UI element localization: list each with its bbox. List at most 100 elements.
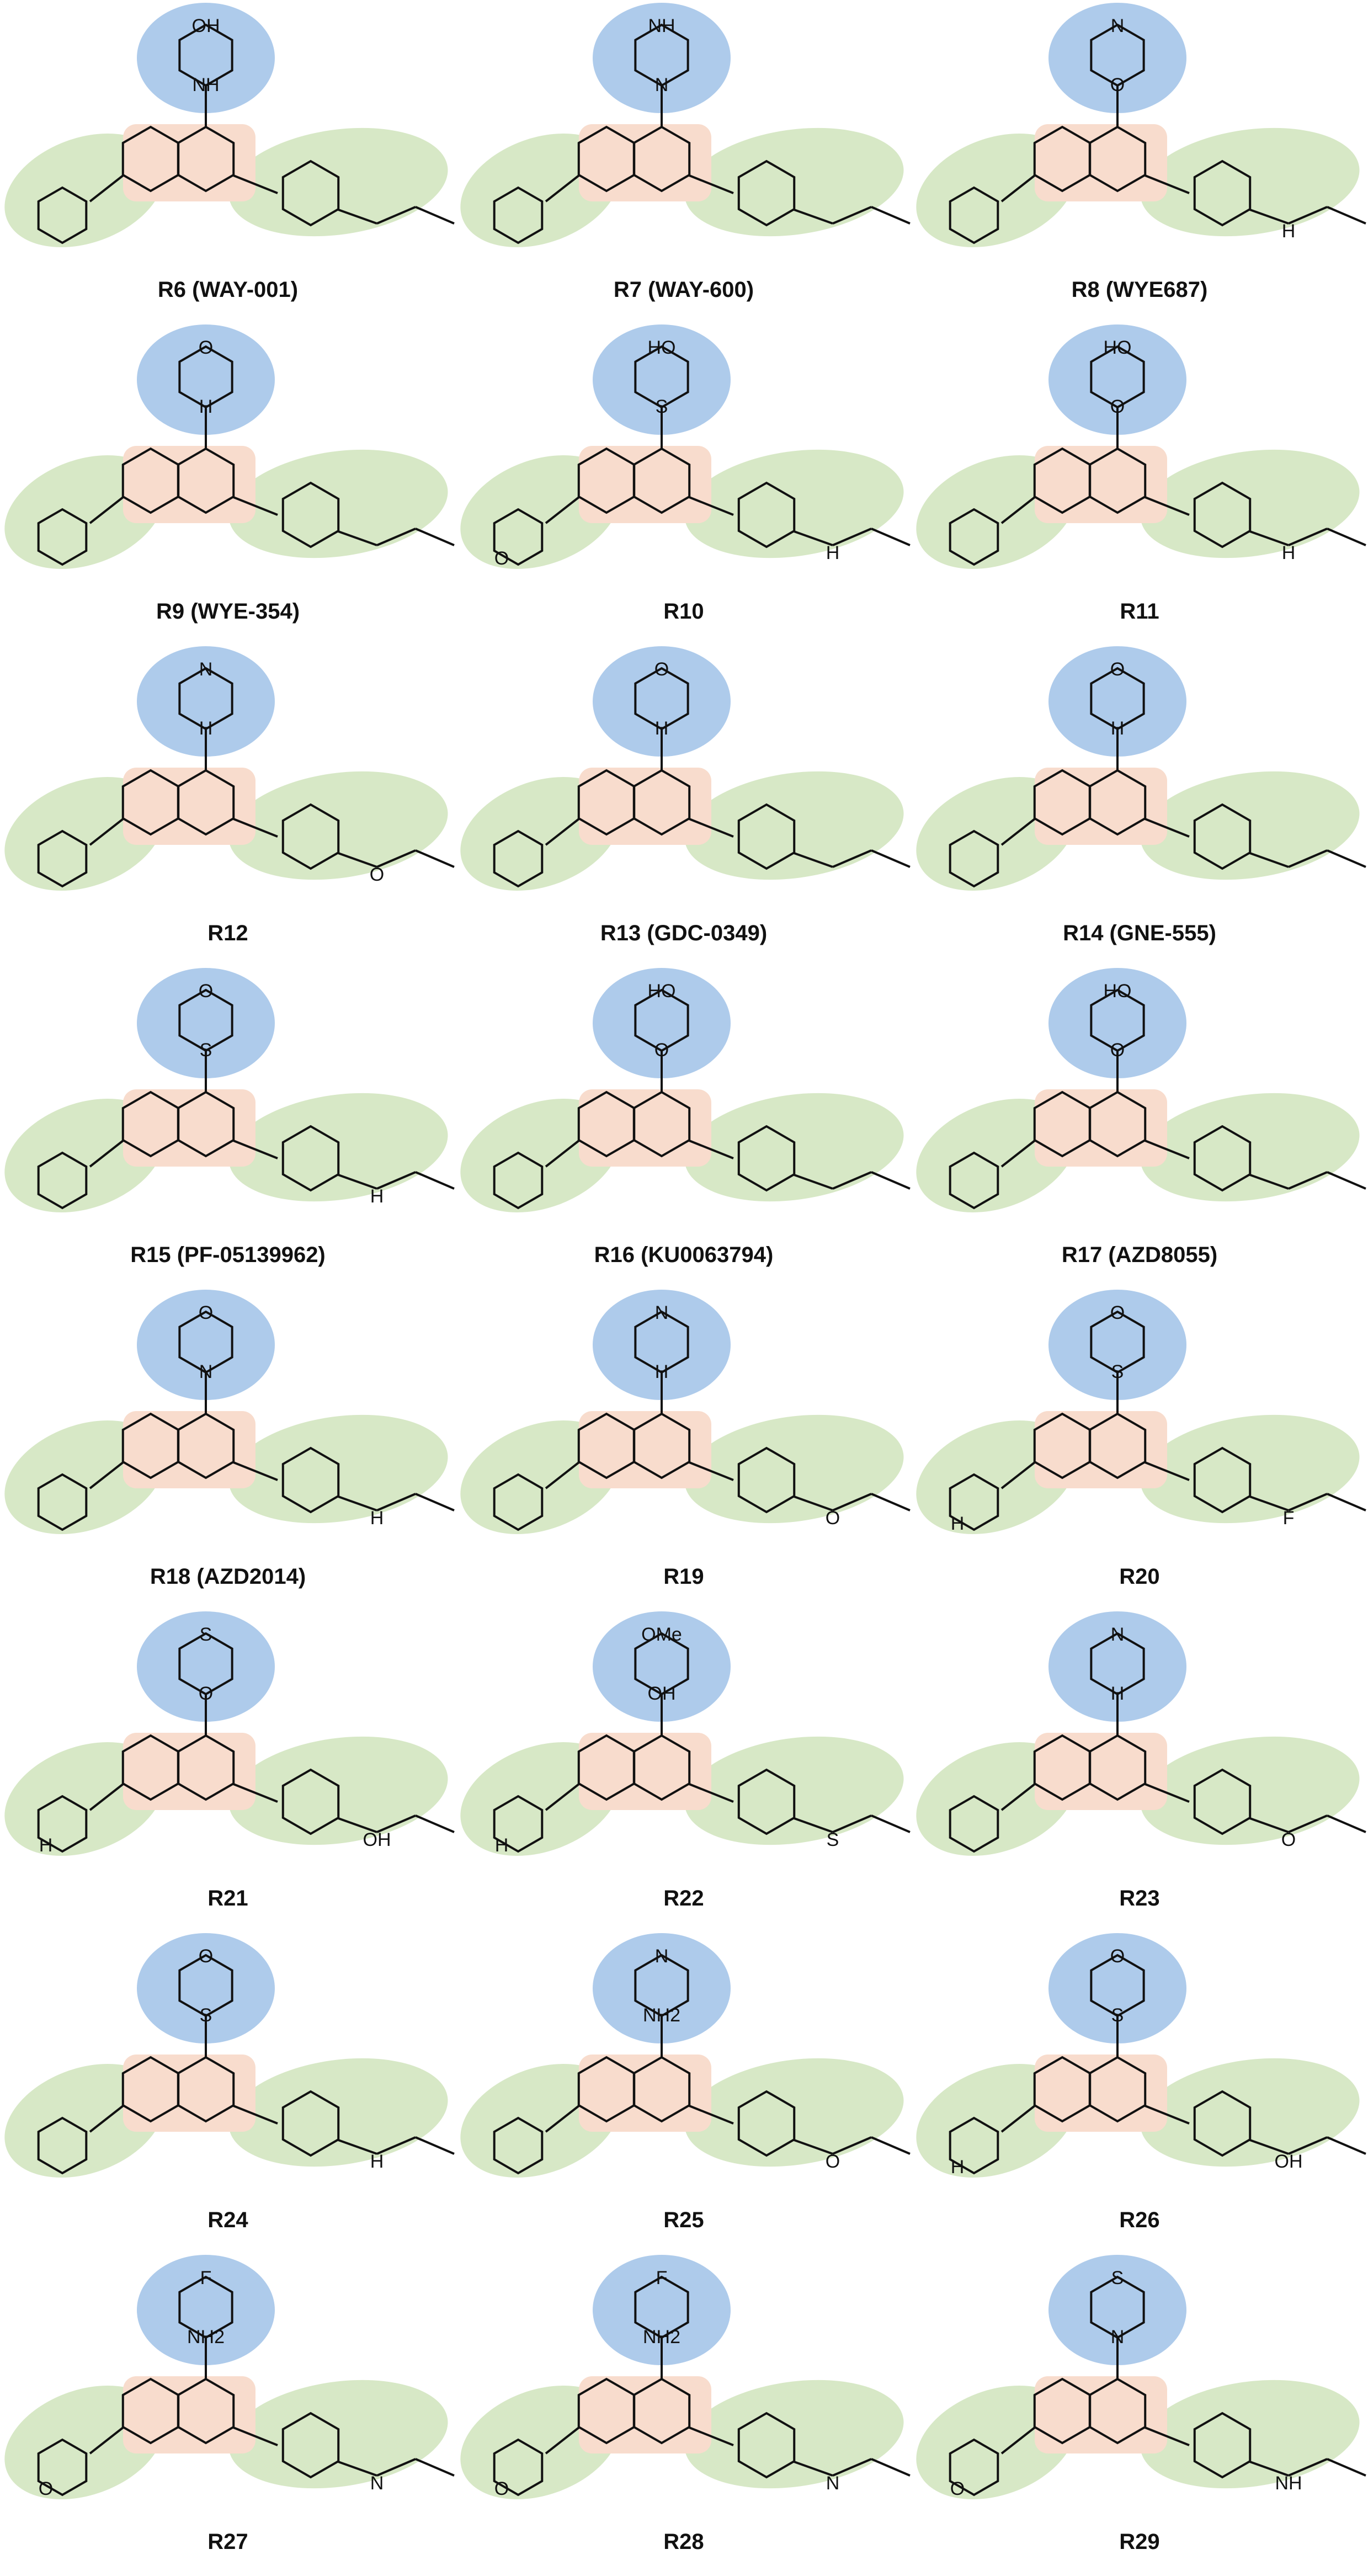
chain-bond: [871, 528, 911, 546]
morpholine-region: [137, 1290, 275, 1400]
chain-bond: [832, 849, 872, 868]
structure-drawing: OH: [4, 324, 455, 569]
aryl-ring: [737, 2412, 796, 2479]
left-bond: [545, 174, 580, 203]
atom-label: S: [200, 1040, 212, 1061]
chain-bond: [794, 1495, 833, 1511]
atom-label: H: [951, 1513, 965, 1534]
left-bond: [89, 1783, 124, 1811]
aryl-bond: [689, 496, 734, 516]
chain-bond: [832, 206, 872, 225]
atom-label: S: [656, 396, 668, 417]
left-bond: [545, 818, 580, 846]
chain-bond: [376, 1493, 416, 1511]
atom-label: H: [1282, 542, 1296, 563]
chain-bond: [1327, 2136, 1366, 2155]
atom-label: O: [199, 337, 213, 358]
atom-label: O: [370, 864, 384, 885]
morpholine-region: [593, 968, 731, 1078]
left-ring: [493, 2116, 544, 2175]
chain-bond: [415, 1171, 455, 1190]
left-bond: [1000, 1140, 1036, 1168]
chain-bond: [1327, 2458, 1366, 2477]
chain-bond: [832, 2136, 872, 2155]
left-bond: [1000, 1783, 1036, 1811]
core-ring-b: [121, 2056, 180, 2123]
atom-label: NH: [192, 74, 219, 95]
atom-label: O: [826, 1508, 840, 1529]
aryl-ring: [1193, 2090, 1252, 2157]
structure-drawing: OH: [916, 646, 1366, 891]
core-ring-b: [577, 2056, 636, 2123]
compound-label: R9 (WYE-354): [156, 599, 300, 624]
atom-label: N: [1111, 1624, 1125, 1645]
core-ring-b: [577, 2377, 636, 2445]
aryl-bond: [689, 1783, 734, 1803]
aryl-ring: [281, 803, 340, 870]
aryl-bond: [689, 2426, 734, 2446]
aryl-ring: [281, 481, 340, 549]
aryl-ring: [281, 2412, 340, 2479]
atom-label: OMe: [641, 1624, 682, 1645]
chain-bond: [1249, 2461, 1289, 2477]
left-ring: [493, 1473, 544, 1531]
atom-label: N: [370, 2473, 384, 2494]
chain-bond: [794, 209, 833, 225]
chain-bond: [871, 206, 911, 225]
chain-bond: [1249, 1495, 1289, 1511]
aryl-ring: [737, 803, 796, 870]
chain-bond: [1288, 528, 1328, 546]
morpholine-region: [1048, 1290, 1186, 1400]
core-ring-b: [121, 447, 180, 514]
left-ring: [493, 1151, 544, 1210]
chain-bond: [832, 1171, 872, 1190]
atom-label: O: [1110, 74, 1125, 95]
morpholine-region: [1048, 646, 1186, 757]
chain-bond: [794, 2139, 833, 2155]
aryl-ring: [1193, 159, 1252, 227]
left-bond: [1000, 496, 1036, 524]
left-ring: [37, 1473, 88, 1531]
atom-label: O: [950, 2478, 965, 2499]
left-ring: [37, 829, 88, 888]
compound-label: R27: [207, 2530, 248, 2554]
chain-bond: [376, 2136, 416, 2155]
morpholine-region: [593, 1611, 731, 1722]
atom-label: H: [951, 2157, 965, 2178]
left-ring: [37, 1795, 88, 1853]
compound-label: R22: [663, 1886, 704, 1910]
left-ring: [949, 186, 999, 244]
left-ring: [949, 829, 999, 888]
aryl-bond: [233, 1461, 278, 1481]
aryl-bond: [689, 2105, 734, 2125]
aryl-ring: [737, 1768, 796, 1835]
left-bond: [1000, 2105, 1036, 2133]
structure-drawing: HOO: [916, 968, 1366, 1212]
chain-bond: [338, 209, 377, 225]
atom-label: H: [370, 1508, 384, 1529]
left-bond: [545, 496, 580, 524]
aryl-bond: [233, 2105, 278, 2125]
core-ring-b: [121, 1090, 180, 1158]
structure-drawing: ONH: [4, 1290, 455, 1534]
morpholine-region: [593, 646, 731, 757]
chain-bond: [338, 2461, 377, 2477]
atom-label: NH2: [643, 2005, 680, 2026]
chain-bond: [871, 1493, 911, 1511]
aryl-ring: [737, 159, 796, 227]
aryl-ring: [1193, 2412, 1252, 2479]
atom-label: OH: [1275, 2151, 1303, 2172]
aryl-ring: [1193, 481, 1252, 549]
chain-bond: [794, 1817, 833, 1833]
chain-bond: [871, 1814, 911, 1833]
structure-drawing: NHO: [916, 1611, 1366, 1856]
